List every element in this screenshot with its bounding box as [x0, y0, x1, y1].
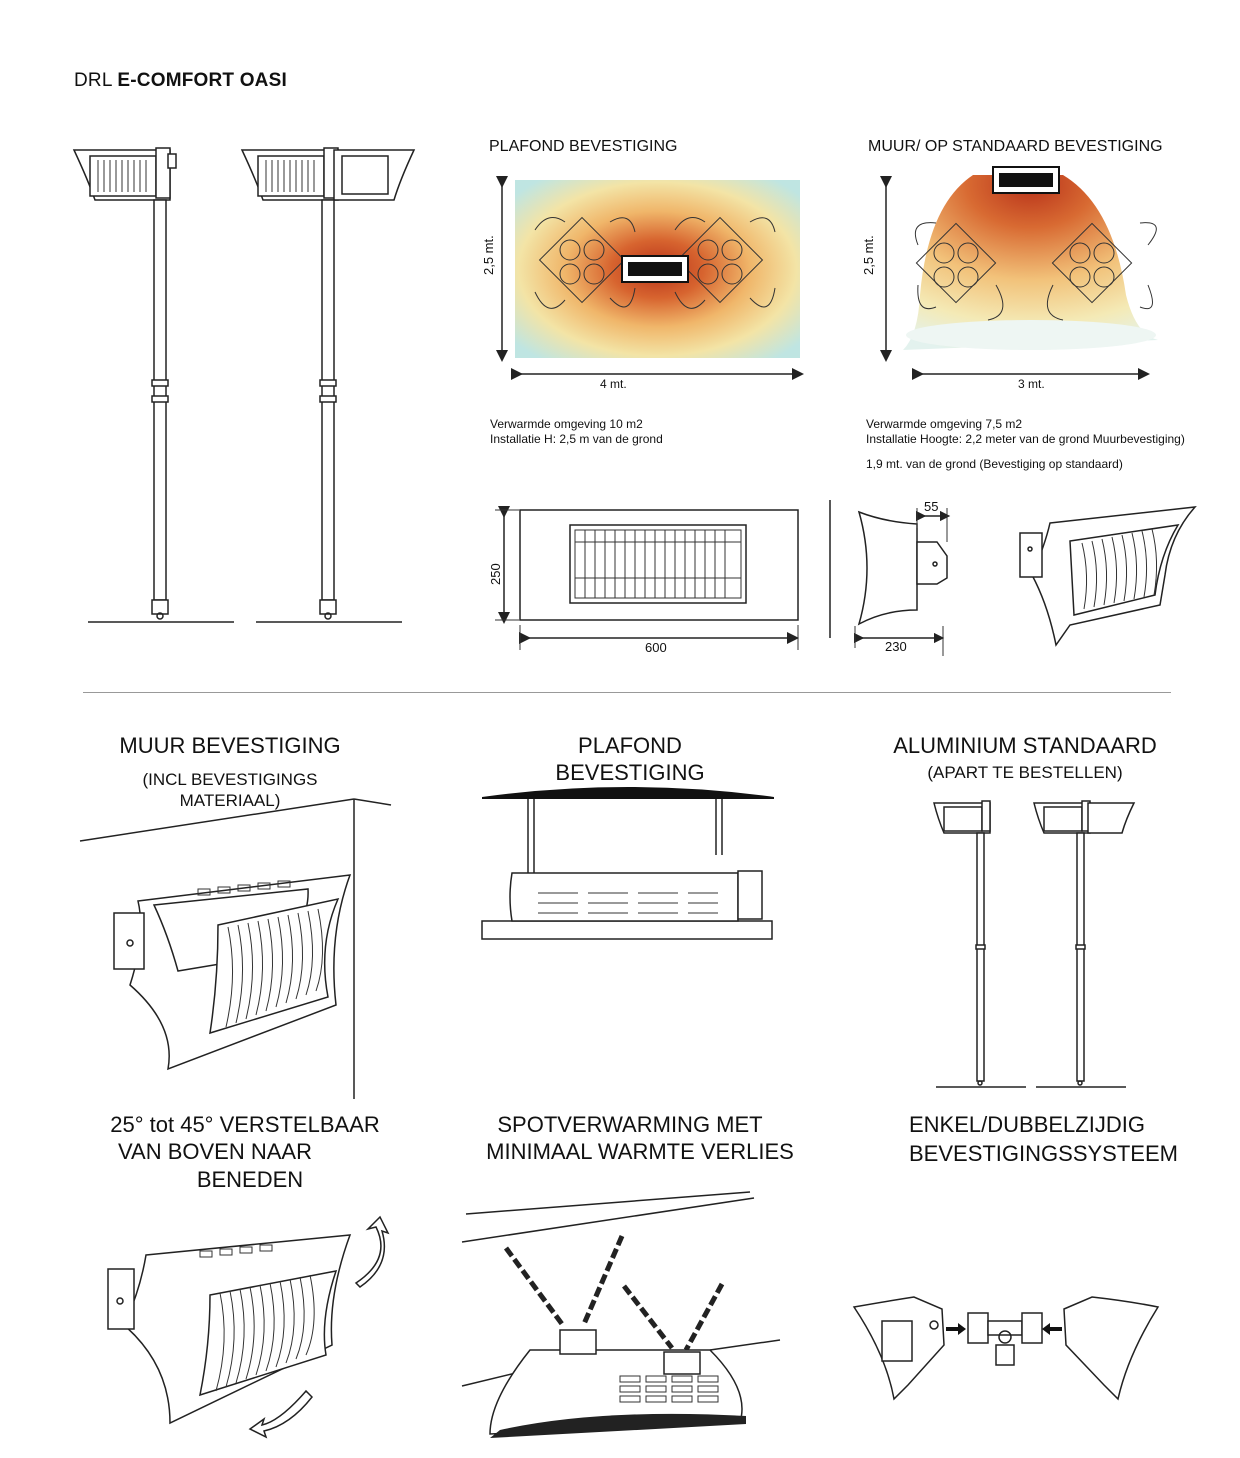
page-title: DRL E-COMFORT OASI	[74, 70, 287, 92]
ceiling-info-area: Verwarmde omgeving 10 m2	[490, 417, 643, 431]
ceiling-mount-title1: PLAFOND	[578, 733, 682, 758]
wall-mount-sub2: MATERIAAL)	[179, 791, 281, 810]
ceiling-mount-title2: BEVESTIGING	[555, 760, 705, 785]
wall-mount-title: MUUR BEVESTIGING	[119, 733, 341, 758]
stand-sub: (APART TE BESTELLEN)	[927, 763, 1123, 782]
ceiling-mount-illustration	[481, 787, 774, 940]
brand-name: E-COMFORT OASI	[117, 70, 287, 91]
front-view-drawing	[495, 506, 799, 650]
heater-perspective-drawing	[1019, 506, 1197, 647]
section-divider	[83, 692, 1171, 693]
ceiling-heat-map	[496, 176, 804, 380]
ceiling-width-label: 4 mt.	[600, 377, 627, 391]
wall-info-area: Verwarmde omgeving 7,5 m2	[866, 417, 1023, 431]
dim-height: 250	[488, 563, 503, 585]
dim-depth: 230	[885, 639, 907, 654]
tilt-illustration	[107, 1215, 390, 1439]
wall-heat-map	[880, 166, 1158, 380]
dim-bracket: 55	[924, 499, 939, 514]
wall-info-height: Installatie Hoogte: 2,2 meter van de gro…	[866, 432, 1185, 446]
mount-system-illustration	[852, 1296, 1160, 1401]
tilt-title1: 25° tot 45° VERSTELBAAR	[110, 1112, 380, 1137]
mount-title2: BEVESTIGINGSSYSTEEM	[909, 1141, 1178, 1166]
side-view-drawing	[829, 500, 951, 656]
stand-title: ALUMINIUM STANDAARD	[893, 733, 1157, 758]
mount-title1: ENKEL/DUBBELZIJDIG	[909, 1112, 1145, 1137]
spot-title1: SPOTVERWARMING MET	[497, 1112, 763, 1137]
tilt-title3: BENEDEN	[196, 1167, 304, 1192]
wall-mount-illustration	[79, 798, 392, 1099]
wall-height-label: 2,5 mt.	[861, 235, 876, 275]
ceiling-diagram-title: PLAFOND BEVESTIGING	[489, 138, 678, 155]
ceiling-info-height: Installatie H: 2,5 m van de grond	[490, 432, 663, 446]
stand-illustration	[933, 800, 1136, 1088]
dim-width: 600	[645, 640, 667, 655]
pole-heaters-illustration	[72, 147, 416, 623]
wall-diagram-title: MUUR/ OP STANDAARD BEVESTIGING	[868, 138, 1163, 155]
wall-info-stand: 1,9 mt. van de grond (Bevestiging op sta…	[866, 457, 1123, 471]
wall-mount-sub1: (INCL BEVESTIGINGS	[142, 770, 318, 789]
spot-illustration	[461, 1191, 781, 1438]
ceiling-height-label: 2,5 mt.	[481, 235, 496, 275]
spot-title2: MINIMAAL WARMTE VERLIES	[486, 1139, 794, 1164]
wall-width-label: 3 mt.	[1018, 377, 1045, 391]
brand-prefix: DRL	[74, 70, 112, 91]
tilt-title2: VAN BOVEN NAAR	[118, 1139, 312, 1164]
